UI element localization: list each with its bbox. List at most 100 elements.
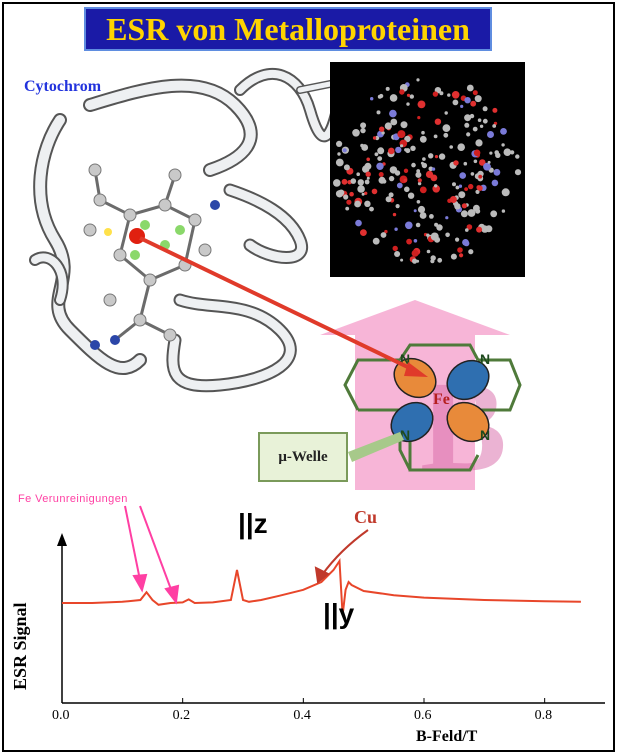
atom-dot bbox=[501, 188, 510, 197]
atom-dot bbox=[495, 152, 501, 158]
atom-dot bbox=[475, 189, 480, 194]
atom-dot bbox=[406, 238, 412, 245]
atom-dot bbox=[397, 130, 406, 139]
atom-dot bbox=[477, 118, 482, 122]
atom-dot bbox=[434, 118, 442, 125]
x-tick-label: 0.8 bbox=[534, 708, 553, 723]
atom-dot bbox=[432, 91, 439, 97]
atom-dot bbox=[412, 258, 418, 264]
atom-dot bbox=[404, 148, 408, 152]
atom-dot bbox=[476, 226, 483, 233]
atom-dot bbox=[396, 182, 403, 189]
atom-dot bbox=[395, 204, 400, 209]
atom-dot bbox=[434, 222, 439, 227]
atom-dot bbox=[415, 222, 421, 228]
cytochrom-label: Cytochrom bbox=[24, 78, 102, 95]
atom-dot bbox=[473, 204, 480, 212]
atom-dot bbox=[392, 212, 397, 217]
atom-dot bbox=[439, 91, 444, 96]
nitrogen-label-tr: N bbox=[480, 351, 490, 367]
atom-dot bbox=[421, 130, 425, 135]
atom-dot bbox=[470, 172, 475, 176]
atom-dot bbox=[449, 145, 454, 149]
atom-dot bbox=[349, 191, 354, 197]
atom-dot bbox=[428, 166, 434, 172]
atom-dot bbox=[476, 185, 482, 190]
fe-impurity-arrows bbox=[124, 505, 180, 605]
atom-dot bbox=[379, 126, 385, 132]
atom-dot bbox=[479, 124, 484, 128]
atom-dot bbox=[385, 86, 390, 91]
atom-dot bbox=[350, 178, 357, 184]
atom-dot bbox=[377, 156, 383, 162]
esr-chart bbox=[57, 505, 605, 704]
atom-dot bbox=[447, 93, 451, 97]
atom-dot bbox=[434, 184, 438, 188]
atom-dot bbox=[460, 104, 464, 108]
atom-dot bbox=[429, 214, 434, 219]
atom-dot bbox=[464, 122, 470, 128]
atom-dot bbox=[487, 131, 494, 138]
atom-dot bbox=[403, 178, 408, 183]
atom-dot bbox=[428, 153, 434, 159]
atom-dot bbox=[478, 174, 483, 179]
atom-dot bbox=[381, 131, 385, 135]
microwave-box: μ-Welle bbox=[258, 432, 348, 482]
atom-dot bbox=[404, 186, 410, 193]
atom-dot bbox=[416, 169, 421, 173]
x-tick-label: 0.4 bbox=[293, 708, 311, 723]
atom-dot bbox=[458, 184, 463, 188]
atom-dot bbox=[430, 259, 435, 264]
atom-dot bbox=[388, 175, 395, 182]
atom-dot bbox=[337, 152, 341, 156]
atom-dot bbox=[409, 94, 414, 99]
atom-dot bbox=[462, 239, 469, 246]
atom-dot bbox=[466, 224, 473, 230]
y-peak-label: ||y bbox=[323, 598, 355, 629]
nitrogen-label-br: N bbox=[480, 427, 490, 443]
nitrogen-label-tl: N bbox=[400, 351, 410, 367]
atom-dot bbox=[464, 114, 472, 122]
atom-dot bbox=[357, 185, 365, 193]
atom-dot bbox=[467, 209, 476, 217]
atom-dot bbox=[466, 84, 474, 92]
atom-dot bbox=[356, 172, 361, 176]
atom-dot bbox=[342, 148, 347, 153]
atom-dot bbox=[515, 154, 520, 159]
atom-dot bbox=[382, 179, 387, 184]
atom-dot bbox=[459, 253, 464, 258]
atom-dot bbox=[338, 189, 345, 196]
atom-dot bbox=[466, 132, 471, 137]
atom-dot bbox=[384, 229, 388, 234]
atom-dot bbox=[360, 127, 366, 134]
atom-dot bbox=[453, 160, 459, 166]
atom-dot bbox=[422, 157, 426, 161]
atom-dot bbox=[343, 164, 350, 171]
atom-dot bbox=[377, 147, 385, 155]
atom-dot bbox=[417, 205, 426, 214]
atom-dot bbox=[465, 228, 469, 232]
atom-dot bbox=[388, 147, 395, 155]
atom-dot bbox=[360, 229, 367, 237]
atom-dot bbox=[400, 121, 408, 129]
x-tick-label: 0.2 bbox=[172, 708, 191, 723]
atom-dot bbox=[390, 118, 398, 126]
heme-molecule bbox=[83, 163, 220, 350]
cu-arrow bbox=[314, 529, 369, 584]
atom-dot bbox=[460, 210, 468, 218]
atom-dot bbox=[482, 118, 488, 124]
atom-dot bbox=[416, 78, 420, 82]
atom-dot bbox=[501, 143, 505, 147]
atom-dot bbox=[392, 245, 398, 252]
atom-dot bbox=[336, 140, 343, 147]
atom-dot bbox=[444, 111, 448, 115]
atom-dot bbox=[413, 209, 417, 213]
atom-dot bbox=[492, 124, 497, 128]
atom-dot bbox=[457, 247, 463, 253]
atom-dot bbox=[400, 258, 404, 262]
x-axis-label: B-Feld/T bbox=[416, 728, 478, 745]
z-peak-label: ||z bbox=[238, 508, 268, 539]
atom-dot bbox=[388, 192, 394, 198]
atom-dot bbox=[454, 203, 461, 210]
